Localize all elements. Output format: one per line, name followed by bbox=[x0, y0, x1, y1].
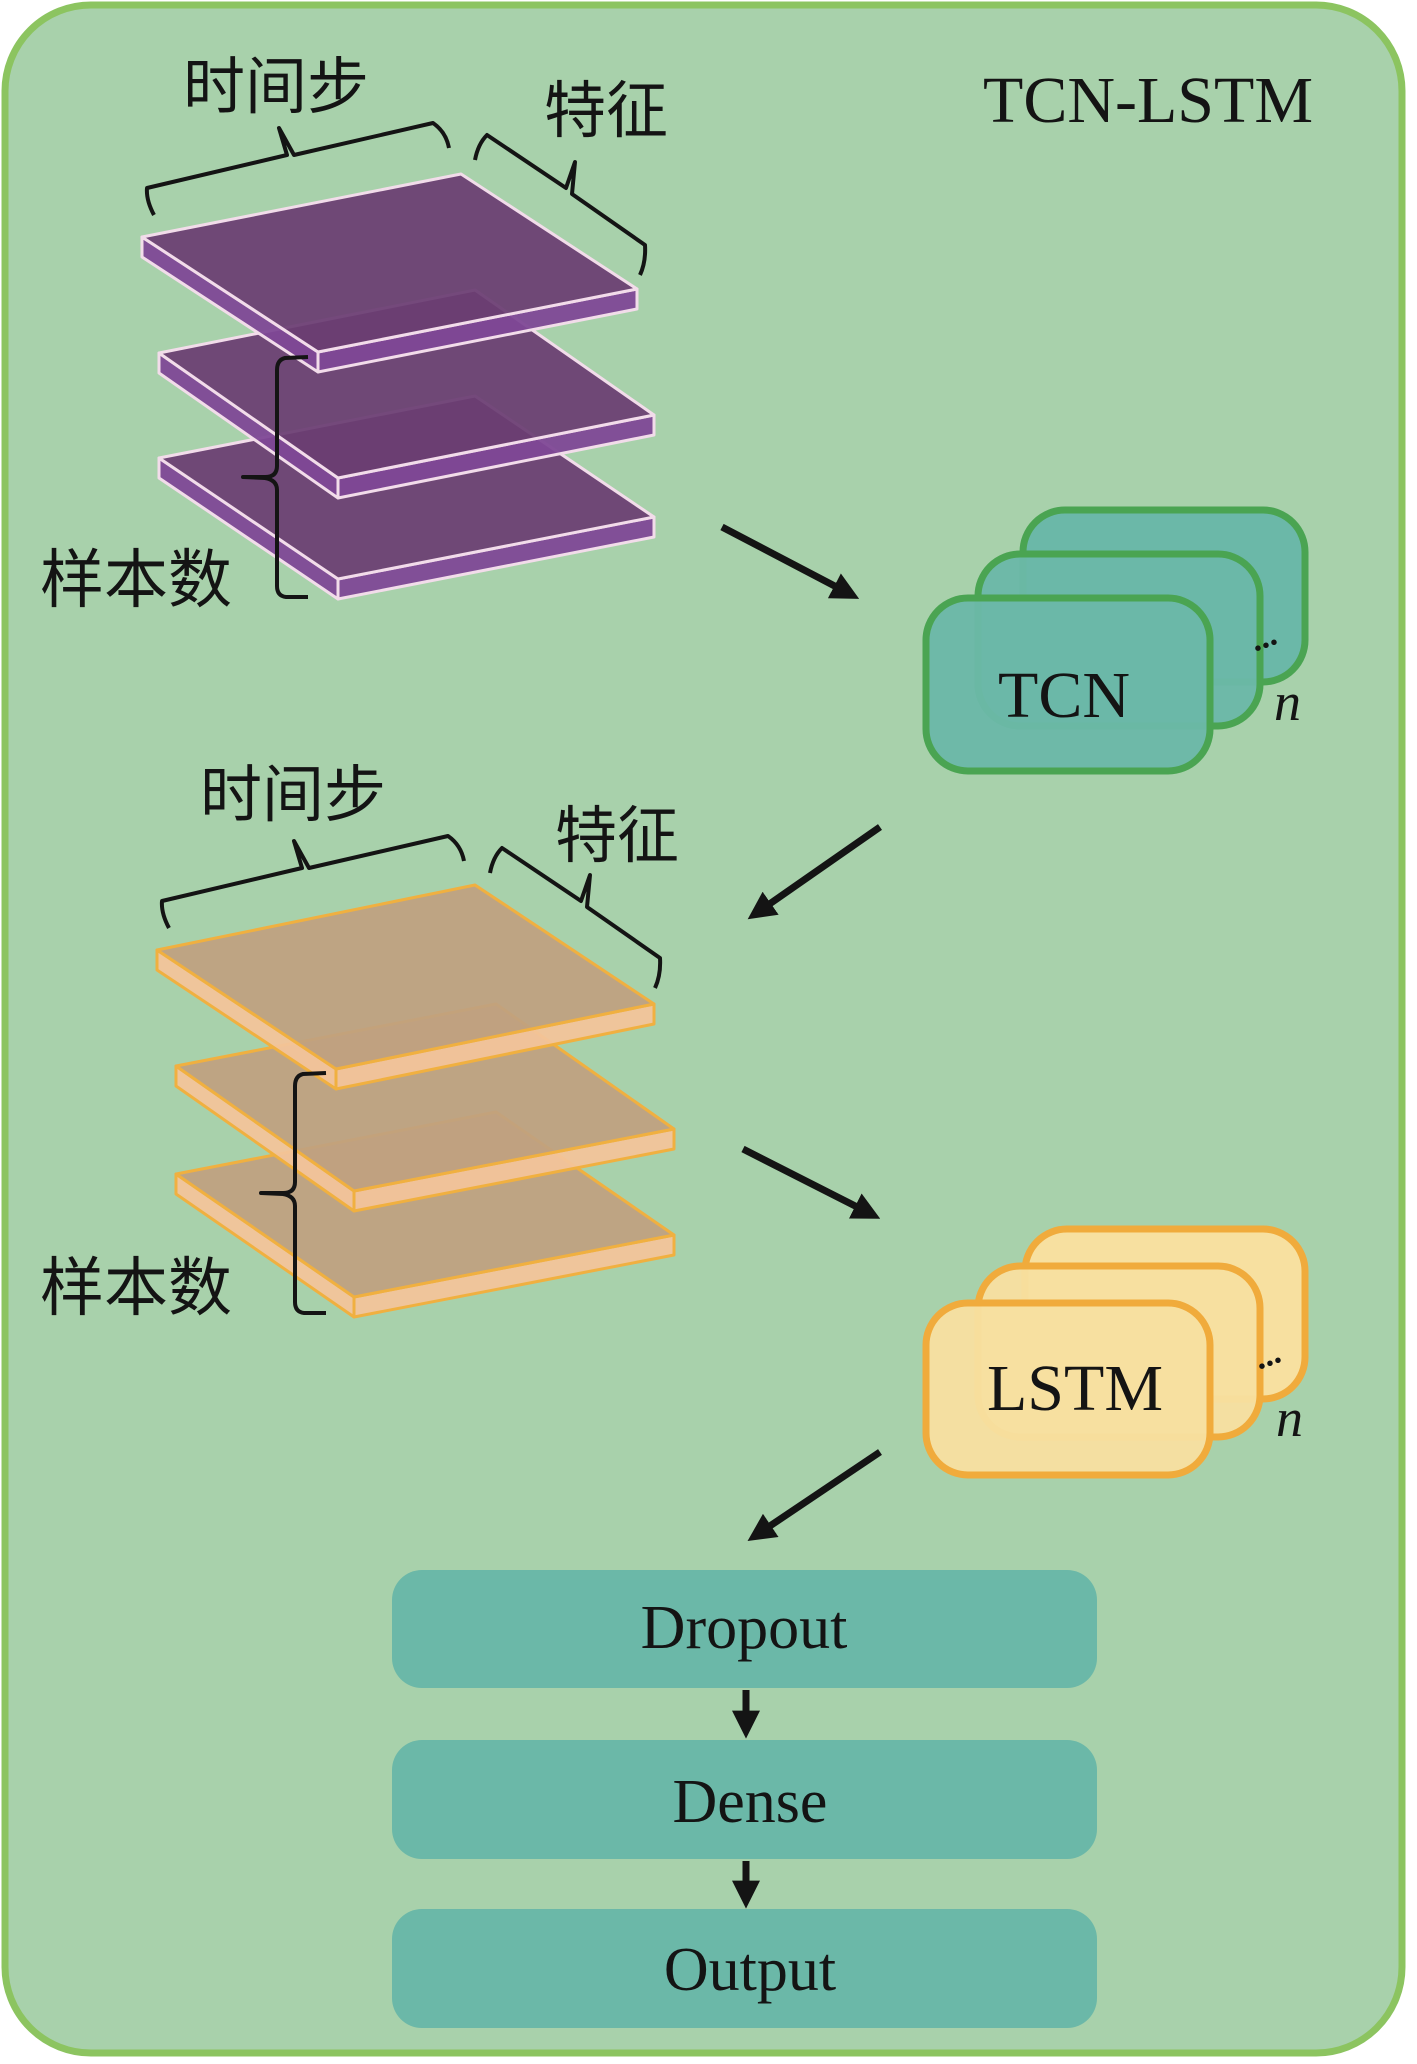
output-label: Output bbox=[664, 1936, 836, 2004]
dense-label: Dense bbox=[673, 1768, 828, 1836]
timesteps-bracket bbox=[159, 834, 466, 929]
input-tensor bbox=[140, 172, 656, 601]
lstm-block: LSTM ... n bbox=[922, 1225, 1309, 1479]
timesteps-bracket bbox=[144, 121, 451, 216]
hidden-samples-bracket-group bbox=[259, 1071, 327, 1315]
hidden-features-label: 特征 bbox=[555, 799, 679, 872]
features-bracket bbox=[488, 846, 663, 989]
hidden-timesteps-label: 时间步 bbox=[200, 758, 386, 831]
tcn-block: TCN ... n bbox=[922, 506, 1309, 775]
input-features-label: 特征 bbox=[544, 74, 668, 147]
samples-bracket bbox=[241, 355, 309, 599]
arrow-input-to-tcn bbox=[720, 523, 860, 599]
tcn-repeat-n: n bbox=[1274, 672, 1301, 732]
samples-bracket bbox=[259, 1071, 327, 1315]
dropout-label: Dropout bbox=[641, 1594, 848, 1662]
input-samples-label: 样本数 bbox=[40, 544, 232, 618]
dense-box bbox=[392, 1740, 1097, 1859]
hidden-slab-top-face bbox=[155, 883, 656, 1071]
hidden-samples-label: 样本数 bbox=[40, 1252, 232, 1326]
features-bracket bbox=[473, 133, 648, 276]
arrow-lstm-to-dropout bbox=[747, 1449, 882, 1542]
input-slab-top-face bbox=[140, 172, 639, 354]
dropout-box bbox=[392, 1570, 1097, 1688]
layer-output: Output bbox=[392, 1909, 1097, 2028]
input-tensor-brackets bbox=[144, 121, 648, 599]
arrow-tcn-to-hidden bbox=[747, 824, 883, 920]
lstm-repeat-n: n bbox=[1276, 1388, 1303, 1448]
lstm-card-front bbox=[922, 1299, 1214, 1479]
tcn-label: TCN bbox=[998, 659, 1130, 732]
layer-dense: Dense bbox=[392, 1740, 1097, 1859]
hidden-tensor-brackets bbox=[159, 834, 663, 989]
diagram-title: TCN-LSTM bbox=[983, 64, 1313, 137]
hidden-slab-1 bbox=[155, 883, 656, 1091]
input-slab-1 bbox=[140, 172, 639, 374]
lstm-label: LSTM bbox=[987, 1352, 1163, 1425]
layer-dropout: Dropout bbox=[392, 1570, 1097, 1688]
hidden-tensor bbox=[155, 883, 676, 1319]
input-timesteps-label: 时间步 bbox=[183, 50, 369, 123]
arrow-hidden-to-lstm bbox=[741, 1145, 881, 1219]
output-box bbox=[392, 1909, 1097, 2028]
tcn-card-front bbox=[922, 594, 1214, 775]
